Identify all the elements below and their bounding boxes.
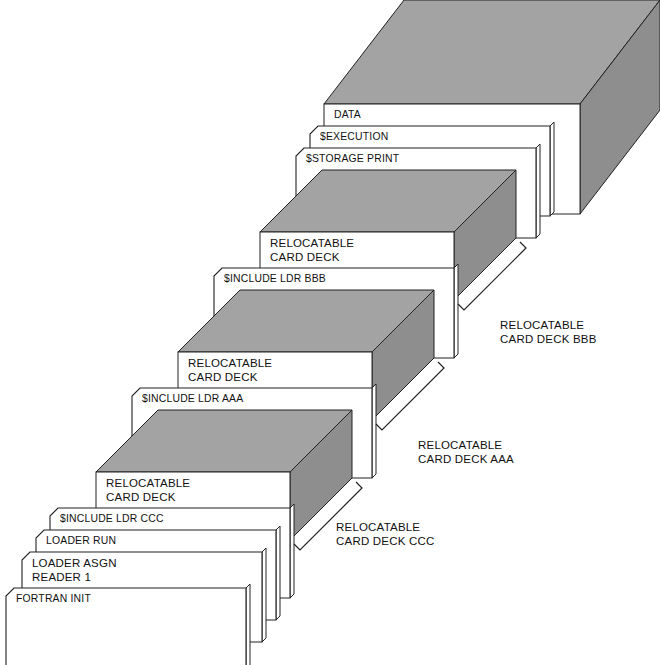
deck-side-face bbox=[290, 410, 352, 540]
card-edge bbox=[454, 264, 458, 358]
card-text: FORTRAN INIT bbox=[16, 592, 246, 605]
punch-card: $STORAGE PRINT bbox=[296, 148, 536, 170]
deck-side-face bbox=[454, 170, 516, 300]
card-face bbox=[6, 588, 246, 665]
card-edge bbox=[536, 144, 540, 238]
punch-card-shape bbox=[6, 584, 250, 665]
card-text: RELOCATABLE CARD DECK bbox=[270, 236, 365, 264]
card-text: $INCLUDE LDR CCC bbox=[60, 512, 290, 525]
punch-card: $INCLUDE LDR BBB bbox=[214, 268, 454, 290]
punch-card: $INCLUDE LDR CCC bbox=[50, 508, 290, 530]
card-text: $INCLUDE LDR AAA bbox=[142, 392, 372, 405]
deck-bracket bbox=[458, 242, 526, 310]
deck-label: RELOCATABLE CARD DECK BBB bbox=[500, 318, 604, 346]
deck-label: RELOCATABLE CARD DECK CCC bbox=[336, 520, 440, 548]
card-text: LOADER ASGN READER 1 bbox=[32, 556, 127, 584]
card-text: LOADER RUN bbox=[46, 534, 276, 547]
deck-bracket bbox=[376, 362, 444, 430]
card-deck: RELOCATABLE CARD DECK bbox=[178, 352, 372, 388]
card-edge bbox=[262, 548, 266, 642]
card-deck: DATA bbox=[324, 104, 580, 126]
card-text: RELOCATABLE CARD DECK bbox=[106, 476, 201, 504]
card-edge bbox=[372, 384, 376, 478]
card-text: $INCLUDE LDR BBB bbox=[224, 272, 454, 285]
punch-card: FORTRAN INIT bbox=[6, 588, 246, 665]
punch-card: $EXECUTION bbox=[310, 126, 550, 148]
card-text: $EXECUTION bbox=[320, 130, 550, 143]
card-edge bbox=[246, 584, 250, 665]
card-deck: RELOCATABLE CARD DECK bbox=[260, 232, 454, 268]
card-deck: RELOCATABLE CARD DECK bbox=[96, 472, 290, 508]
card-text: $STORAGE PRINT bbox=[306, 152, 536, 165]
deck-side-face bbox=[372, 290, 434, 420]
card-edge bbox=[550, 122, 554, 216]
deck-label: RELOCATABLE CARD DECK AAA bbox=[418, 438, 522, 466]
card-text: RELOCATABLE CARD DECK bbox=[188, 356, 283, 384]
deck-side-face bbox=[580, 0, 660, 214]
card-edge bbox=[276, 526, 280, 620]
card-text: DATA bbox=[334, 108, 580, 121]
card-edge bbox=[290, 504, 294, 598]
punch-card: $INCLUDE LDR AAA bbox=[132, 388, 372, 410]
punch-card: LOADER ASGN READER 1 bbox=[22, 552, 262, 588]
punch-card: LOADER RUN bbox=[36, 530, 276, 552]
